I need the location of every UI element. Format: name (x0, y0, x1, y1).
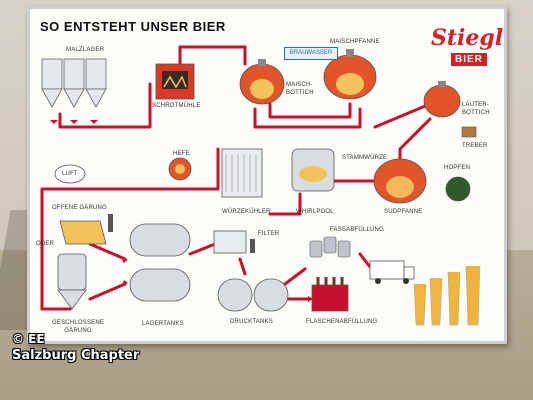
label-wuerzekuehler: WÜRZEKÜHLER (222, 209, 271, 215)
maischbottich-vessel (239, 59, 285, 105)
label-treber: TREBER (462, 143, 488, 149)
pipe-maisch-to-pfanne (268, 102, 352, 119)
label-drucktanks: DRUCKTANKS (230, 319, 273, 325)
label-brauwasser: BRAUWASSER (284, 47, 338, 60)
pipe-geschlossen-to-lager (88, 282, 127, 301)
flaschenabfuellung-crate (311, 277, 349, 312)
delivery-truck (369, 260, 415, 284)
geschlossene-gaerung-tank (57, 253, 87, 310)
wuerzekuehler-plates (221, 148, 263, 198)
pipe-whirlpool-to-kuehler (268, 192, 302, 216)
process-diagram-graphics (40, 45, 481, 326)
offene-gaerung-tub (59, 214, 113, 245)
label-laeuterbottich: LÄUTER- BOTTICH (462, 102, 490, 116)
pipe-kuehler-to-gaerung (40, 147, 220, 311)
pipe-to-laeuter (373, 102, 432, 129)
stiegl-logo: Stiegl BIER (425, 25, 503, 75)
label-whirlpool: WHIRLPOOL (296, 209, 334, 215)
label-luft: LUFT (62, 171, 78, 177)
brand-name: Stiegl (431, 25, 504, 51)
label-flaschenabfuellung: FLASCHENABFÜLLUNG (306, 319, 378, 325)
label-hefe: HEFE (173, 151, 190, 157)
hefe-and-luft (54, 157, 192, 184)
label-maischbottich: MAISCH- BOTTICH (286, 82, 314, 96)
schrotmuehle-mill (155, 63, 195, 100)
label-malzlager: MALZLAGER (66, 47, 105, 53)
label-stammwuerze: STAMMWÜRZE (342, 155, 388, 161)
label-oder: ODER (36, 241, 55, 247)
pipe-lager-to-filter (188, 242, 217, 256)
label-geschlossene-gaerung: GESCHLOSSENE GÄRUNG (52, 320, 105, 334)
label-offene-gaerung: OFFENE GÄRUNG (52, 205, 107, 211)
label-fassabfuellung: FASSABFÜLLUNG (330, 227, 384, 233)
label-maischpfanne: MAISCHPFANNE (330, 39, 380, 45)
brewing-process-poster: SO ENTSTEHT UNSER BIER Stiegl BIER BRAUW… (27, 6, 507, 344)
flow-pipes (40, 45, 432, 311)
beer-glasses (413, 261, 481, 326)
label-sudpfanne: SUDPFANNE (384, 209, 423, 215)
drucktanks (217, 278, 289, 312)
label-lagertanks: LAGERTANKS (142, 321, 184, 327)
fassabfuellung-kegs (309, 236, 351, 258)
pipe-offen-to-lager (88, 242, 127, 261)
watermark-chapter: Salzburg Chapter (12, 348, 140, 363)
pipe-filter-to-druck (238, 257, 247, 276)
label-hopfen: HOPFEN (444, 165, 471, 171)
pipe-fass-to-truck (358, 252, 372, 269)
laeuterbottich-vessel (423, 81, 477, 138)
watermark-copyright: © EE (12, 332, 45, 346)
filter-unit (213, 230, 255, 254)
whirlpool-vessel (291, 148, 335, 192)
malzlager-silos (41, 58, 107, 108)
sudpfanne-vessel (373, 158, 471, 204)
label-filter: FILTER (258, 231, 280, 237)
pipe-pfanne-back (253, 107, 362, 129)
pipe-laeuter-to-sud (398, 117, 432, 161)
pipe-muehle-to-maisch (178, 45, 247, 71)
pipe-malz-to-muehle (58, 82, 152, 129)
pipe-druck-to-fass (283, 267, 307, 286)
label-schrotmuehle: SCHROTMÜHLE (152, 103, 201, 109)
maischpfanne-vessel (323, 49, 377, 100)
lagertanks (129, 223, 191, 302)
poster-title: SO ENTSTEHT UNSER BIER (40, 19, 226, 34)
brand-sub: BIER (451, 53, 487, 66)
